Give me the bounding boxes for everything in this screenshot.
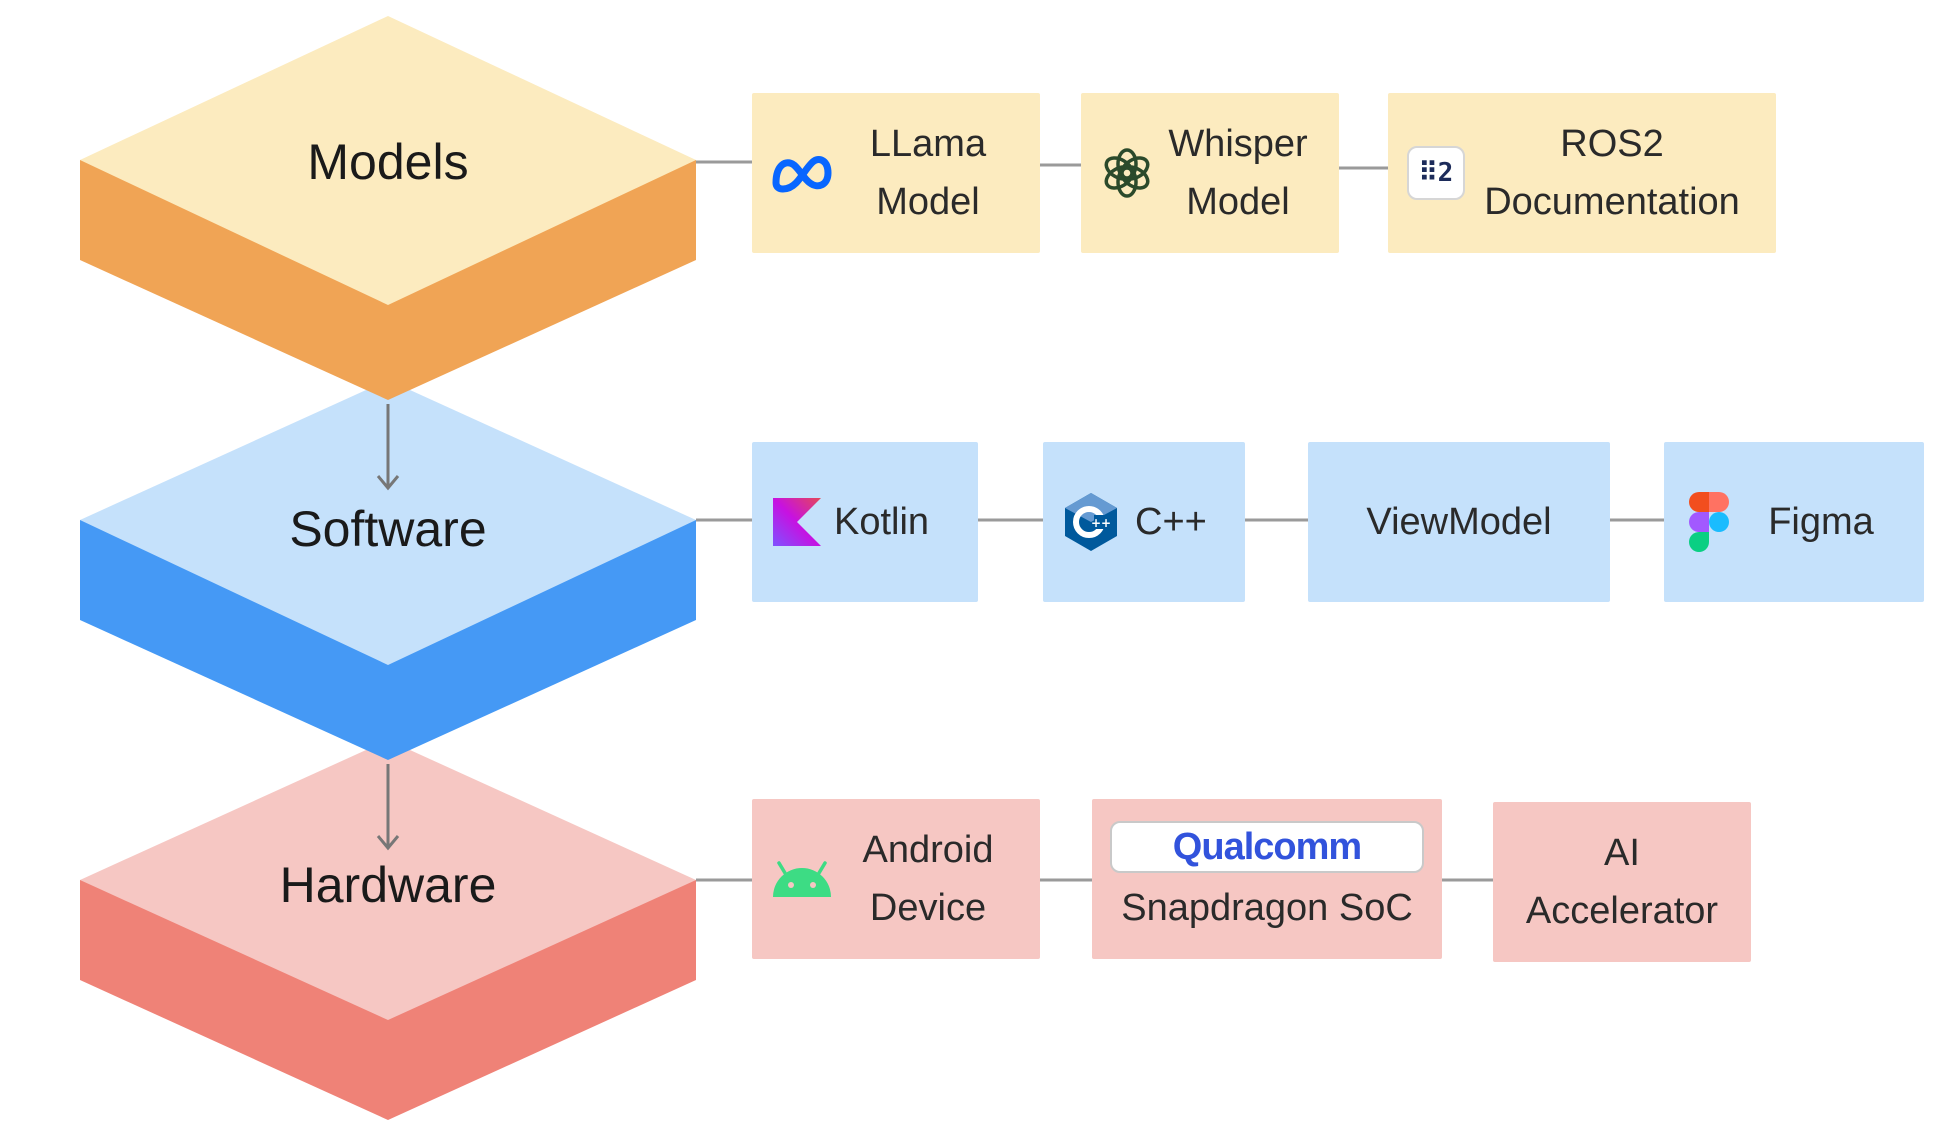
ros-icon-glyph: ⠿2: [1407, 146, 1465, 200]
svg-text:++: ++: [1091, 516, 1111, 530]
card-viewmodel-line-1: ViewModel: [1366, 501, 1552, 543]
card-whisper-model[interactable]: Whisper Model: [1081, 93, 1339, 253]
card-llama-line-2: Model: [876, 181, 980, 223]
card-ros2-line-1: ROS2: [1560, 123, 1664, 165]
cpp-icon: ++: [1061, 491, 1121, 553]
card-whisper-text: Whisper Model: [1155, 115, 1321, 231]
card-llama-line-1: LLama: [869, 123, 987, 165]
card-snapdragon-line-1: Snapdragon SoC: [1121, 887, 1413, 929]
card-whisper-line-1: Whisper: [1168, 123, 1308, 165]
card-ai-accel-text: AI Accelerator: [1511, 824, 1733, 940]
card-whisper-line-2: Model: [1186, 181, 1290, 223]
card-figma[interactable]: Figma: [1664, 442, 1924, 602]
card-cpp-text: C++: [1121, 493, 1227, 551]
card-android-line-2: Device: [869, 887, 987, 929]
models-label[interactable]: Models: [307, 134, 469, 190]
card-ai-accelerator[interactable]: AI Accelerator: [1493, 802, 1751, 962]
android-icon: [770, 859, 834, 899]
card-cpp[interactable]: ++ C++: [1043, 442, 1245, 602]
card-figma-text: Figma: [1736, 493, 1906, 551]
card-figma-line-1: Figma: [1768, 501, 1874, 543]
card-viewmodel[interactable]: ViewModel: [1308, 442, 1610, 602]
card-kotlin[interactable]: Kotlin: [752, 442, 978, 602]
card-kotlin-line-1: Kotlin: [834, 501, 930, 543]
qualcomm-logo: Qualcomm: [1110, 821, 1424, 873]
kotlin-icon: [770, 498, 824, 546]
card-cpp-line-1: C++: [1135, 501, 1207, 543]
figma-icon: [1682, 492, 1736, 552]
hardware-label[interactable]: Hardware: [279, 857, 497, 913]
card-ros2-documentation[interactable]: ⠿2 ROS2 Documentation: [1388, 93, 1776, 253]
card-kotlin-text: Kotlin: [824, 493, 960, 551]
card-ros2-text: ROS2 Documentation: [1466, 115, 1758, 231]
card-llama-model[interactable]: LLama Model: [752, 93, 1040, 253]
software-label[interactable]: Software: [289, 501, 487, 557]
card-ai-accel-line-2: Accelerator: [1525, 890, 1719, 932]
card-android-line-1: Android: [862, 829, 994, 871]
card-llama-text: LLama Model: [834, 115, 1022, 231]
card-android-text: Android Device: [834, 821, 1022, 937]
meta-icon: [770, 151, 834, 195]
ros-icon: ⠿2: [1406, 146, 1466, 200]
card-android-device[interactable]: Android Device: [752, 799, 1040, 959]
card-snapdragon-text: Qualcomm Snapdragon SoC: [1110, 821, 1424, 937]
card-ai-accel-line-1: AI: [1604, 832, 1640, 874]
card-viewmodel-text: ViewModel: [1326, 493, 1592, 551]
card-snapdragon-soc[interactable]: Qualcomm Snapdragon SoC: [1092, 799, 1442, 959]
card-ros2-line-2: Documentation: [1484, 181, 1740, 223]
openai-icon: [1099, 147, 1155, 199]
